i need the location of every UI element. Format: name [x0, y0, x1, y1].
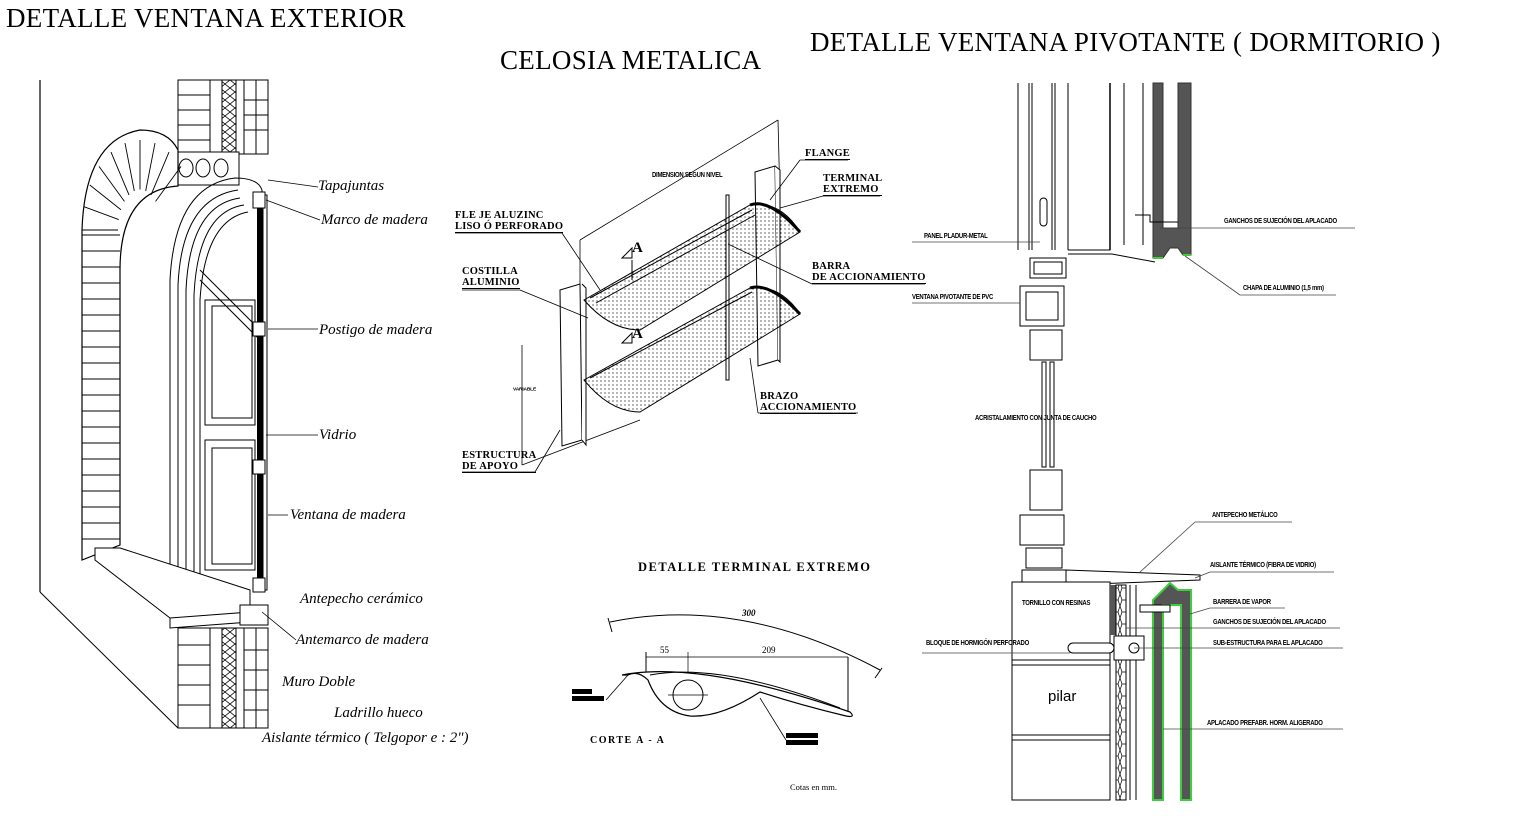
exterior-leaders [261, 179, 321, 641]
arch-voussoir-line [150, 151, 170, 196]
arch-voussoir-line [83, 206, 119, 220]
title-celosia-metalica: CELOSIA METALICA [500, 45, 762, 75]
corte-a-a-label: CORTE A - A [590, 735, 666, 746]
aplacado-lower [1152, 581, 1192, 801]
arch-voussoir-line [98, 166, 125, 202]
label-aplacado-prefabr: APLACADO PREFABR. HORM. ALIGERADO [1207, 720, 1323, 727]
pivot-leaders [912, 227, 1355, 730]
label-postigo-de-madera: Postigo de madera [319, 322, 433, 338]
dim-55: 55 [660, 645, 669, 655]
label-ganchos-sujecion-bottom: GANCHOS DE SUJECIÓN DEL APLACADO [1213, 619, 1326, 626]
arch-voussoir-line [155, 166, 182, 202]
label-panel-pladur-metal: PANEL PLADUR-METAL [924, 233, 988, 240]
aplacado-upper [1152, 82, 1192, 259]
label-tornillo-con-resinas: TORNILLO CON RESINAS [1022, 600, 1091, 607]
label-aislante-termico-fibra: AISLANTE TÉRMICO (FIBRA DE VIDRIO) [1210, 562, 1316, 569]
antepecho-metalico [1065, 569, 1201, 586]
label-vidrio: Vidrio [319, 427, 357, 443]
bolt [1067, 642, 1115, 654]
label-ladrillo-hueco: Ladrillo hueco [334, 705, 423, 721]
label-bloque-hormigon: BLOQUE DE HORMIGÓN PERFORADO [926, 640, 1029, 647]
label-tapajuntas: Tapajuntas [318, 178, 385, 194]
section-mark-a-top: A [632, 240, 643, 256]
upper-wall [177, 79, 269, 155]
label-sub-estructura: SUB-ESTRUCTURA PARA EL APLACADO [1213, 640, 1323, 647]
celosia-leaders [455, 159, 925, 473]
dim-side-text: VARIABLE [513, 387, 537, 392]
label-barrera-vapor: BARRERA DE VAPOR [1213, 599, 1271, 606]
lower-wall [177, 627, 269, 729]
label-ventana-pivotante-pvc: VENTANA PIVOTANTE DE PVC [912, 294, 994, 301]
arch-voussoir-line [89, 184, 122, 211]
arch-voussoir-line [110, 151, 130, 196]
label-antepecho-ceramico: Antepecho cerámico [300, 591, 423, 607]
section-mark-a-bottom: A [632, 326, 643, 342]
label-acristalamiento: ACRISTALAMIENTO CON JUNTA DE CAUCHO [975, 415, 1097, 422]
label-antemarco-de-madera: Antemarco de madera [296, 632, 429, 648]
dim-209: 209 [762, 645, 776, 655]
title-detalle-ventana-exterior: DETALLE VENTANA EXTERIOR [6, 3, 406, 33]
label-muro-doble: Muro Doble [282, 674, 356, 690]
brick-arch [81, 129, 179, 561]
label-chapa-aluminio: CHAPA DE ALUMINIO (1,5 mm) [1243, 285, 1324, 292]
label-ganchos-sujecion-top: GANCHOS DE SUJECIÓN DEL APLACADO [1224, 218, 1337, 225]
cotas-en-mm-note: Cotas en mm. [790, 782, 837, 792]
label-ventana-de-madera: Ventana de madera [290, 507, 406, 523]
glass-pane [257, 195, 262, 590]
title-detalle-ventana-pivotante: DETALLE VENTANA PIVOTANTE ( DORMITORIO ) [810, 27, 1441, 57]
label-antepecho-metalico: ANTEPECHO METÁLICO [1212, 512, 1278, 519]
label-marco-de-madera: Marco de madera [321, 212, 428, 228]
concrete-block-pilar [1011, 581, 1111, 801]
dim-arc-300: 300 [742, 608, 756, 618]
label-aislante-termico: Aislante térmico ( Telgopor e : 2") [262, 730, 469, 746]
label-pilar: pilar [1048, 688, 1077, 705]
dim-top-text: DIMENSION SEGUN NIVEL [652, 172, 723, 179]
arch-voussoir-line [124, 142, 135, 191]
label-flange: FLANGE [805, 148, 850, 160]
arch-voussoir-line [145, 142, 156, 191]
terminal-detail-title: DETALLE TERMINAL EXTREMO [638, 560, 872, 574]
